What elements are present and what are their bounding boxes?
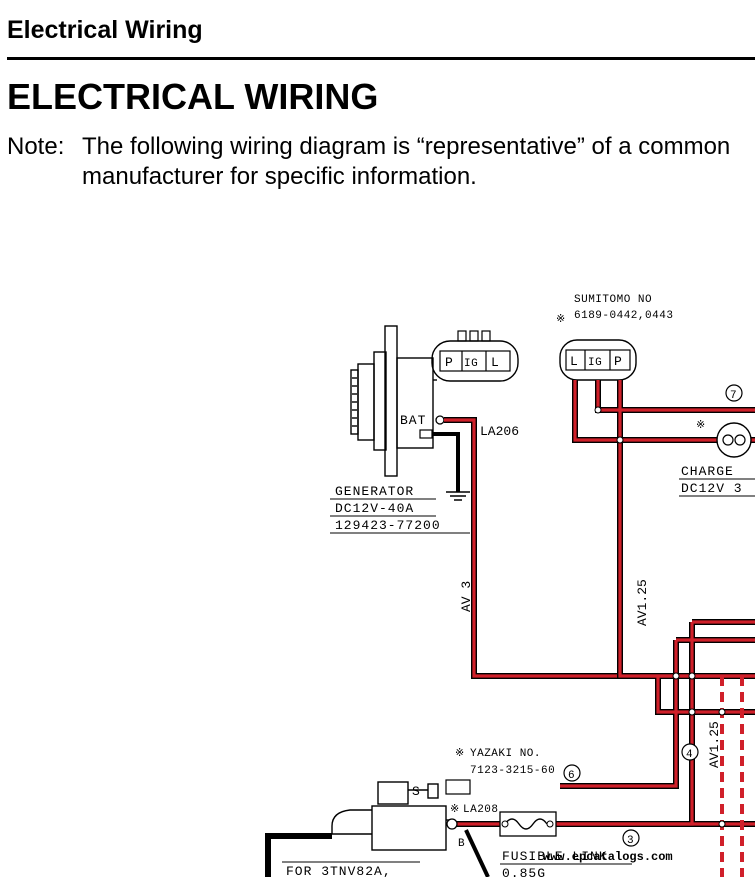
bat-label: BAT: [400, 413, 426, 428]
sumitomo-part-number: 6189-0442,0443: [574, 310, 673, 322]
section-title: ELECTRICAL WIRING: [7, 76, 379, 117]
yazaki-ref-mark: ※: [455, 748, 465, 760]
generator-part-number: 129423-77200: [335, 518, 441, 533]
conn-pin-l: L: [570, 354, 579, 369]
wire-label-av3: AV 3: [459, 581, 474, 612]
generator-symbol: [350, 325, 437, 477]
engine-label: FOR 3TNV82A,: [286, 864, 392, 877]
generator-label-block: GENERATOR DC12V-40A 129423-77200: [330, 484, 470, 534]
circle-marker-4: 4: [681, 743, 699, 761]
starter-b-label: B: [458, 838, 465, 850]
gen-pin-l: L: [491, 355, 500, 370]
ground-terminal: [419, 429, 433, 439]
wire-label-la208-mark: ※: [450, 804, 460, 816]
circle-marker-3: 3: [622, 829, 640, 847]
wire-label-la208: LA208: [463, 804, 499, 816]
wire-av3: [444, 417, 640, 679]
note-label: Note:: [7, 133, 65, 160]
running-header-title: Electrical Wiring: [7, 16, 203, 44]
battery-cable: [265, 833, 332, 877]
wire-label-av125-right: AV1.25: [707, 721, 722, 768]
note-text-line-2: manufacturer for specific information.: [82, 163, 477, 190]
fusible-link-value: 0.85G: [502, 866, 546, 877]
charge-lamp: ※ CHARGE DC12V 3: [679, 420, 755, 497]
generator-label: GENERATOR: [335, 484, 414, 499]
charge-rating: DC12V 3: [681, 481, 743, 496]
yazaki-label: YAZAKI NO.: [470, 748, 541, 760]
charge-ref-mark: ※: [696, 420, 706, 432]
wire-label-la206: LA206: [480, 424, 519, 439]
yazaki-part-number: 7123-3215-60: [470, 765, 555, 777]
sumitomo-connector: SUMITOMO NO ※ 6189-0442,0443 L IG P: [556, 294, 673, 381]
ground-wire: [432, 432, 470, 501]
fusible-diagonal-wire: [464, 829, 490, 877]
sumitomo-ref-mark: ※: [556, 314, 566, 326]
starter-b-terminal: [446, 818, 458, 830]
svg-text:7: 7: [730, 390, 737, 402]
fusible-link-label: FUSIBLE LINK: [502, 849, 608, 864]
bat-terminal: [435, 415, 445, 425]
svg-text:6: 6: [568, 770, 575, 782]
starter-s-label: S: [412, 784, 421, 799]
header-rule: [7, 57, 755, 60]
fusible-link: FUSIBLE LINK 0.85G: [499, 811, 632, 877]
wire-label-av125-left: AV1.25: [635, 579, 650, 626]
conn-pin-ig: IG: [588, 357, 602, 369]
sumitomo-label: SUMITOMO NO: [574, 294, 652, 306]
svg-text:4: 4: [686, 749, 693, 761]
gen-pin-p: P: [445, 355, 454, 370]
starter-motor: [331, 781, 452, 851]
circle-marker-7: 7: [725, 384, 743, 402]
generator-rating: DC12V-40A: [335, 501, 414, 516]
charge-label: CHARGE: [681, 464, 734, 479]
svg-text:3: 3: [627, 835, 634, 847]
generator-connector: P IG L: [431, 330, 519, 382]
conn-pin-p: P: [614, 354, 623, 369]
circle-marker-6: 6: [563, 764, 581, 782]
yazaki-connector: ※ YAZAKI NO. 7123-3215-60: [445, 748, 555, 795]
note-text-line-1: The following wiring diagram is “represe…: [82, 133, 731, 160]
wire-network: [452, 380, 755, 877]
gen-pin-ig: IG: [464, 358, 478, 370]
watermark: www.epcatalogs.com: [543, 850, 673, 864]
